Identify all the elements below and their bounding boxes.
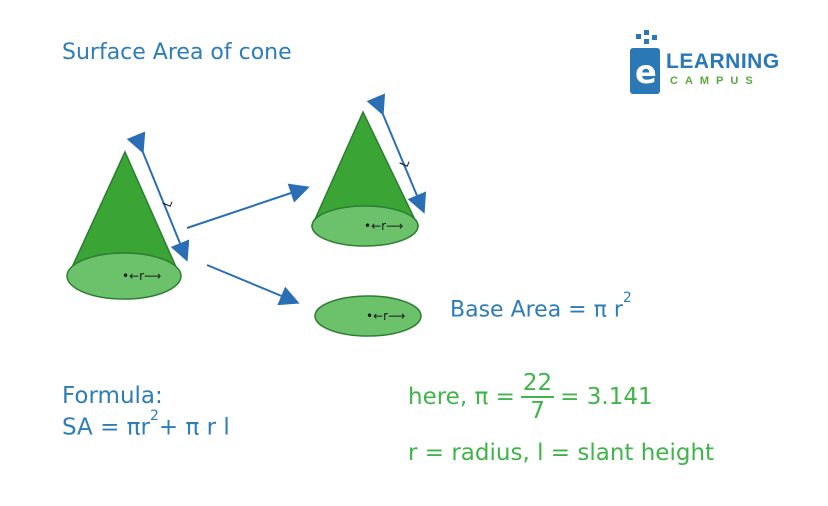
lateral-cone-slant-label: L [397, 157, 413, 169]
pi-numerator: 22 [520, 370, 555, 398]
formula-suffix: + π r l [158, 414, 230, 441]
base-disc: •←r⟶ [314, 295, 422, 337]
full-cone-radius-label: •←r⟶ [122, 269, 161, 283]
full-cone-base [66, 252, 182, 300]
formula-prefix: SA = πr [62, 414, 150, 441]
base-area-formula: Base Area = π r2 [450, 290, 632, 323]
logo-e-letter: e [635, 53, 657, 91]
variable-definitions: r = radius, l = slant height [408, 440, 715, 466]
full-cone-slant-arrow [126, 131, 190, 262]
base-disc-shape [314, 295, 422, 337]
pi-suffix: = 3.141 [560, 384, 653, 410]
arrow-to-base [206, 264, 300, 306]
full-cone-slant-label: L [160, 197, 176, 209]
formula-label: Formula: [62, 383, 163, 409]
logo-dot [644, 39, 649, 44]
base-area-superscript: 2 [622, 290, 632, 306]
arrow-to-lateral-surface [186, 183, 310, 229]
logo-e-box [630, 48, 660, 94]
formula-superscript: 2 [149, 408, 159, 424]
pi-denominator: 7 [530, 398, 545, 424]
pi-fraction: 22 7 [520, 370, 555, 424]
logo-dot [652, 35, 657, 40]
lateral-cone: •←r⟶ L [310, 93, 427, 247]
logo-learning-text: LEARNING [666, 50, 780, 73]
base-area-text: Base Area = π r [450, 297, 623, 323]
lateral-cone-radius-label: •←r⟶ [364, 219, 403, 233]
full-cone: •←r⟶ L [66, 131, 190, 300]
logo-dot [644, 30, 649, 35]
pi-value-line: here, π = 22 7 = 3.141 [408, 370, 653, 424]
logo-campus-text: CAMPUS [670, 75, 760, 87]
formula-expression: SA = πr2+ π r l [62, 408, 230, 441]
elearning-campus-logo: e LEARNING CAMPUS [622, 30, 782, 100]
base-disc-radius-label: •←r⟶ [366, 309, 405, 323]
logo-dot [636, 34, 641, 39]
pi-prefix: here, π = [408, 384, 515, 410]
lateral-cone-base [311, 205, 419, 247]
page-title: Surface Area of cone [62, 40, 292, 65]
lateral-cone-slant-arrow [366, 93, 427, 214]
